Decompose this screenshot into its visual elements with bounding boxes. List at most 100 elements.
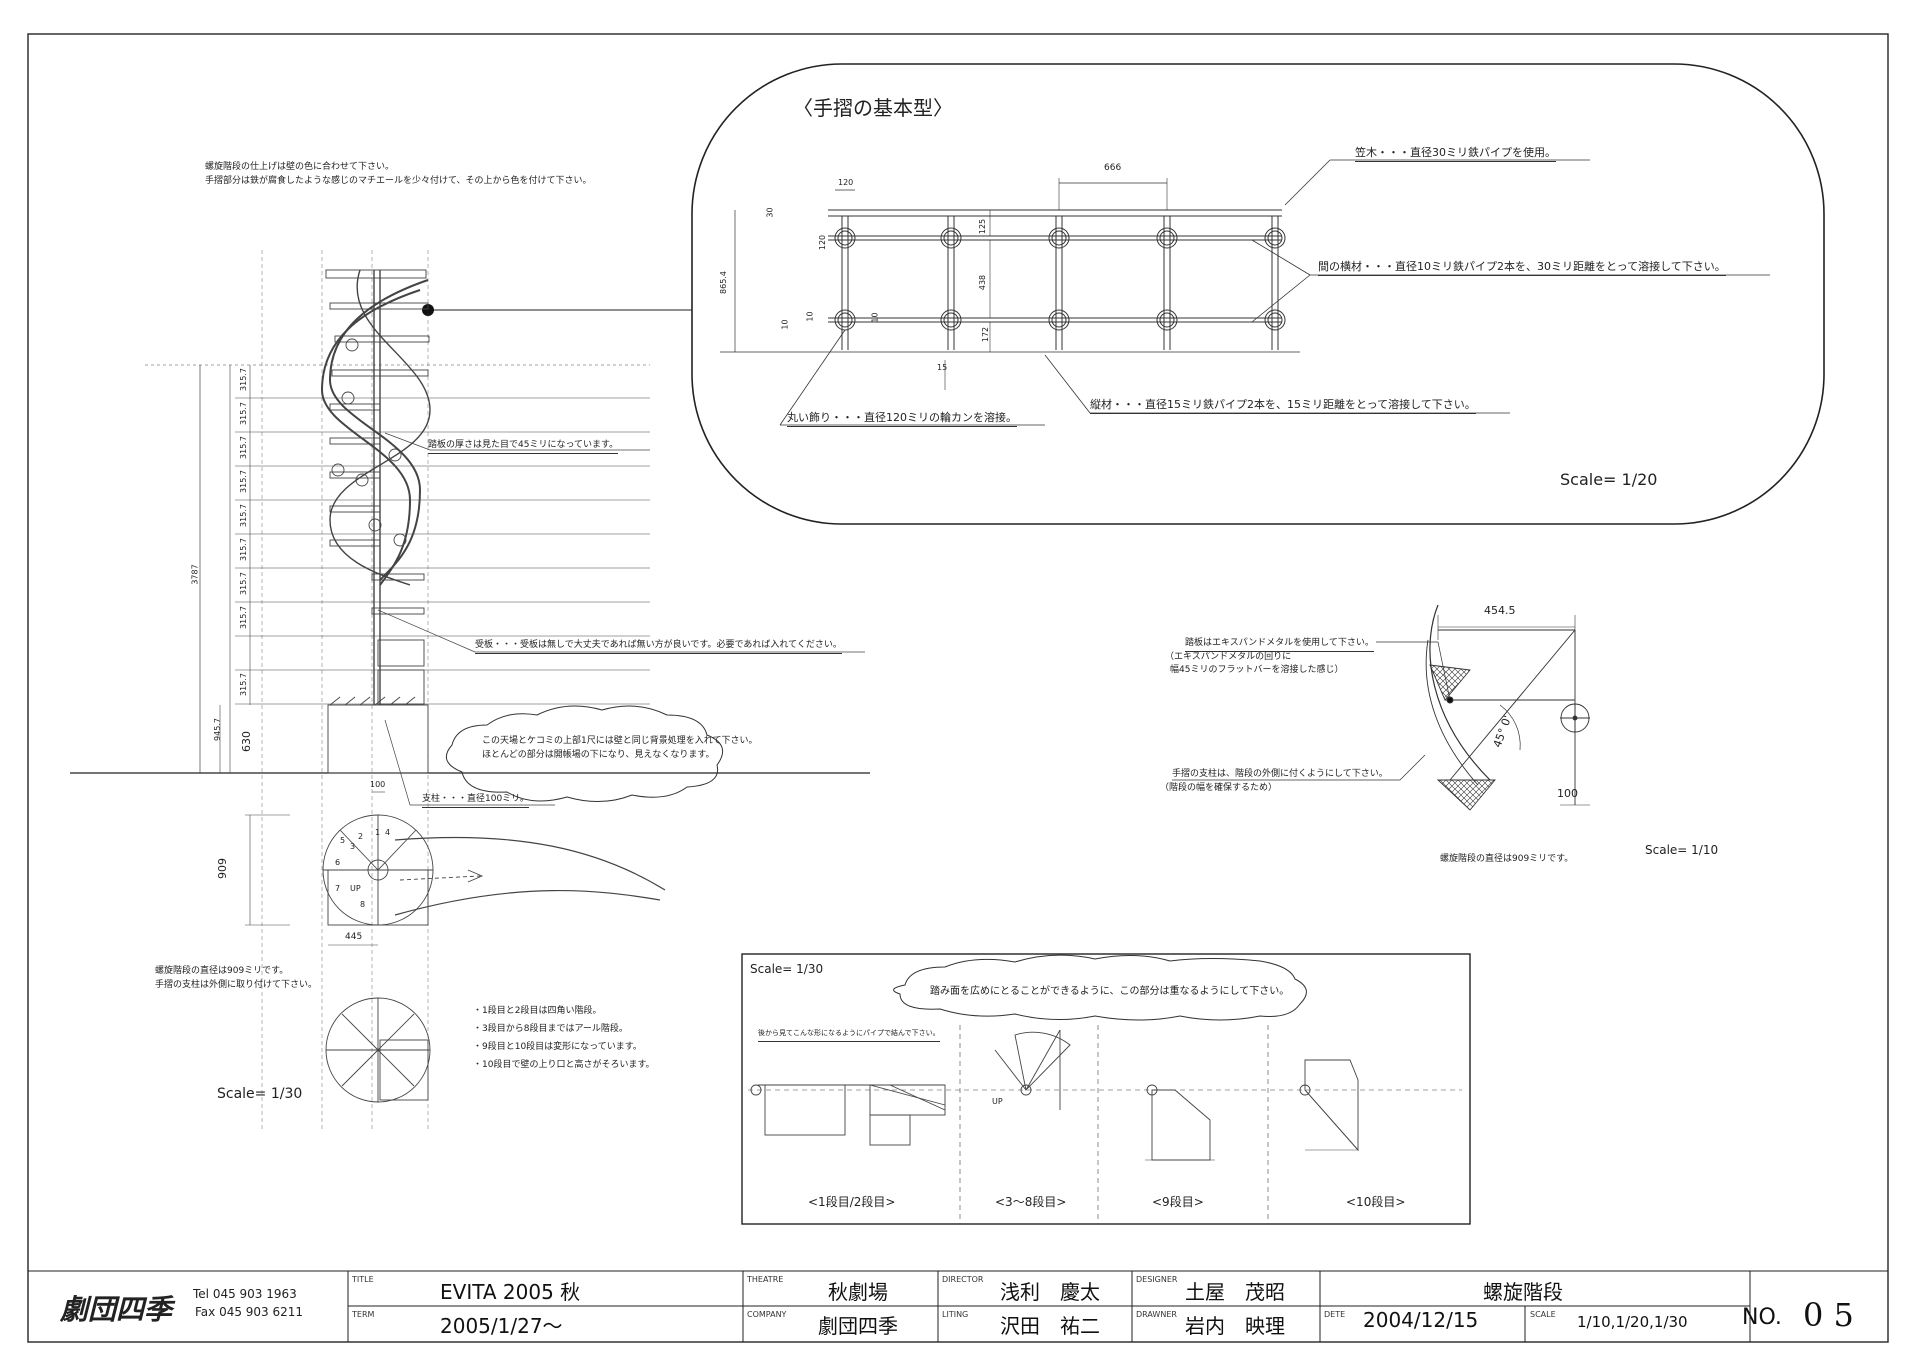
detail-dim-100: 100 (1557, 787, 1578, 800)
title-label: TITLE (352, 1275, 374, 1284)
plan-step-4: 4 (385, 828, 391, 837)
dim-10-a: 10 (780, 319, 790, 330)
handrail-posts (841, 216, 1279, 350)
plan-step-7: 7 (335, 884, 341, 893)
plan-step-3: 3 (350, 842, 356, 851)
steps-box (741, 953, 1471, 1225)
step-note-3: ・9段目と10段目は変形になっています。 (473, 1042, 642, 1052)
company-value: 劇団四季 (818, 1314, 898, 1338)
steps-up-label: UP (992, 1097, 1003, 1106)
riser-dim: 315.7 (238, 402, 248, 425)
note-kasagi: 笠木・・・直径30ミリ鉄パイプを使用。 (1355, 146, 1556, 162)
designer-label: DESIGNER (1136, 1275, 1178, 1284)
detail-note2-line2: （階段の幅を確保するため） (1160, 783, 1278, 793)
plan-dim-100: 100 (370, 780, 386, 789)
detail-note3: 螺旋階段の直径は909ミリです。 (1440, 854, 1574, 864)
plan-up-label: UP (350, 884, 361, 893)
riser-dim: 315.7 (238, 504, 248, 527)
plan-step-8: 8 (360, 900, 366, 909)
steps-label-10: <10段目> (1346, 1195, 1406, 1209)
note-tatezai: 縦材・・・直径15ミリ鉄パイプ2本を、15ミリ距離をとって溶接して下さい。 (1090, 398, 1476, 414)
steps-label-1-2: <1段目/2段目> (808, 1195, 896, 1209)
dim-865: 865.4 (718, 271, 728, 294)
dim-120-top: 120 (838, 178, 854, 187)
note-marukazari: 丸い飾り・・・直径120ミリの輪カンを溶接。 (787, 411, 1017, 427)
note-fumiita: 踏板の厚さは見た目で45ミリになっています。 (428, 438, 619, 454)
plan-dim-909: 909 (216, 858, 229, 879)
dim-438: 438 (978, 274, 988, 291)
base-dim-630: 630 (240, 731, 253, 752)
dim-15: 15 (937, 363, 948, 372)
general-note-1: 螺旋階段の仕上げは壁の色に合わせて下さい。 (205, 162, 395, 172)
drawner-label: DRAWNER (1136, 1310, 1177, 1319)
base-dim-945: 945.7 (212, 718, 222, 741)
dim-125: 125 (978, 218, 988, 235)
riser-dim: 315.7 (238, 368, 248, 391)
stair-elevation (70, 250, 870, 1130)
step-note-4: ・10段目で壁の上り口と高さがそろいます。 (473, 1060, 655, 1070)
riser-dim: 315.7 (238, 606, 248, 629)
sheet-border (27, 33, 1889, 1343)
plan-step-2: 2 (358, 832, 364, 841)
liting-label: LITING (942, 1310, 969, 1319)
dim-120-side: 120 (818, 234, 828, 251)
detail-note1-line2: （エキスパンドメタルの回りに (1165, 652, 1292, 662)
stair-plan (245, 791, 666, 1103)
note-yokozai: 間の横材・・・直径10ミリ鉄パイプ2本を、30ミリ距離をとって溶接して下さい。 (1318, 260, 1726, 276)
term-label: TERM (352, 1310, 375, 1319)
scale-value: 1/10,1/20,1/30 (1577, 1313, 1688, 1331)
designer-value: 土屋 茂昭 (1185, 1280, 1285, 1304)
cloud-note-line-1: この天場とケコミの上部1尺には壁と同じ背景処理を入れて下さい。 (482, 736, 758, 746)
detail-scale: Scale= 1/10 (1645, 843, 1719, 857)
company-tel: Tel 045 903 1963 (193, 1287, 297, 1301)
dim-10-b: 10 (805, 311, 815, 322)
plan-note-diameter: 螺旋階段の直径は909ミリです。 (155, 966, 289, 976)
sheet-no-label: NO. (1742, 1305, 1782, 1330)
note-ukeita: 受板・・・受板は無しで大丈夫であれば無い方が良いです。必要であれば入れてください… (475, 638, 842, 654)
handrail-title: 〈手摺の基本型〉 (793, 96, 953, 120)
date-value: 2004/12/15 (1363, 1308, 1479, 1332)
detail-note1-line3: 幅45ミリのフラットバーを溶接した感じ） (1170, 665, 1344, 675)
cloud-note-2 (893, 954, 1307, 1021)
company-fax: Fax 045 903 6211 (195, 1305, 304, 1319)
title-block (28, 1270, 1888, 1342)
term-value: 2005/1/27〜 (440, 1314, 563, 1338)
scale-label: SCALE (1530, 1310, 1556, 1319)
detail-dim-454: 454.5 (1484, 604, 1516, 617)
steps-label-3-8: <3〜8段目> (995, 1195, 1067, 1209)
director-value: 浅利 慶太 (1000, 1280, 1100, 1304)
riser-dim: 315.7 (238, 572, 248, 595)
theatre-label: THEATRE (747, 1275, 784, 1284)
step-note-1: ・1段目と2段目は四角い階段。 (473, 1006, 602, 1016)
handrail-frame (691, 63, 1825, 525)
cloud-note-line-2: ほとんどの部分は開帳場の下になり、見えなくなります。 (482, 750, 715, 760)
decor-rings (834, 227, 1286, 331)
plan-scale: Scale= 1/30 (217, 1086, 303, 1102)
total-height-dim: 3787 (190, 564, 200, 585)
director-label: DIRECTOR (942, 1275, 984, 1284)
company-label: COMPANY (747, 1310, 787, 1319)
date-label: DETE (1324, 1310, 1346, 1319)
liting-value: 沢田 祐二 (1000, 1314, 1100, 1338)
step-note-2: ・3段目から8段目まではアール階段。 (473, 1024, 628, 1034)
steps-scale: Scale= 1/30 (750, 962, 824, 976)
drawing-title: 螺旋階段 (1483, 1280, 1563, 1304)
plan-note-post: 手摺の支柱は外側に取り付けて下さい。 (155, 980, 318, 990)
detail-note1-line1: 踏板はエキスパンドメタルを使用して下さい。 (1185, 636, 1374, 652)
dim-30: 30 (765, 207, 775, 218)
steps-sketches (750, 1029, 1359, 1161)
steps-box-dividers (748, 1025, 1462, 1224)
company-logo: 劇団四季 (60, 1293, 173, 1326)
sheet-no-value: 0 5 (1803, 1296, 1854, 1334)
note-shichu: 支柱・・・直径100ミリ。 (422, 792, 529, 808)
dim-172: 172 (981, 326, 991, 343)
theatre-value: 秋劇場 (828, 1280, 888, 1304)
dim-10-c: 10 (870, 312, 880, 323)
plan-step-6: 6 (335, 858, 341, 867)
drawner-value: 岩内 映理 (1185, 1314, 1285, 1338)
title-value: EVITA 2005 秋 (440, 1280, 581, 1304)
steps-label-9: <9段目> (1152, 1195, 1204, 1209)
riser-dim: 315.7 (238, 470, 248, 493)
